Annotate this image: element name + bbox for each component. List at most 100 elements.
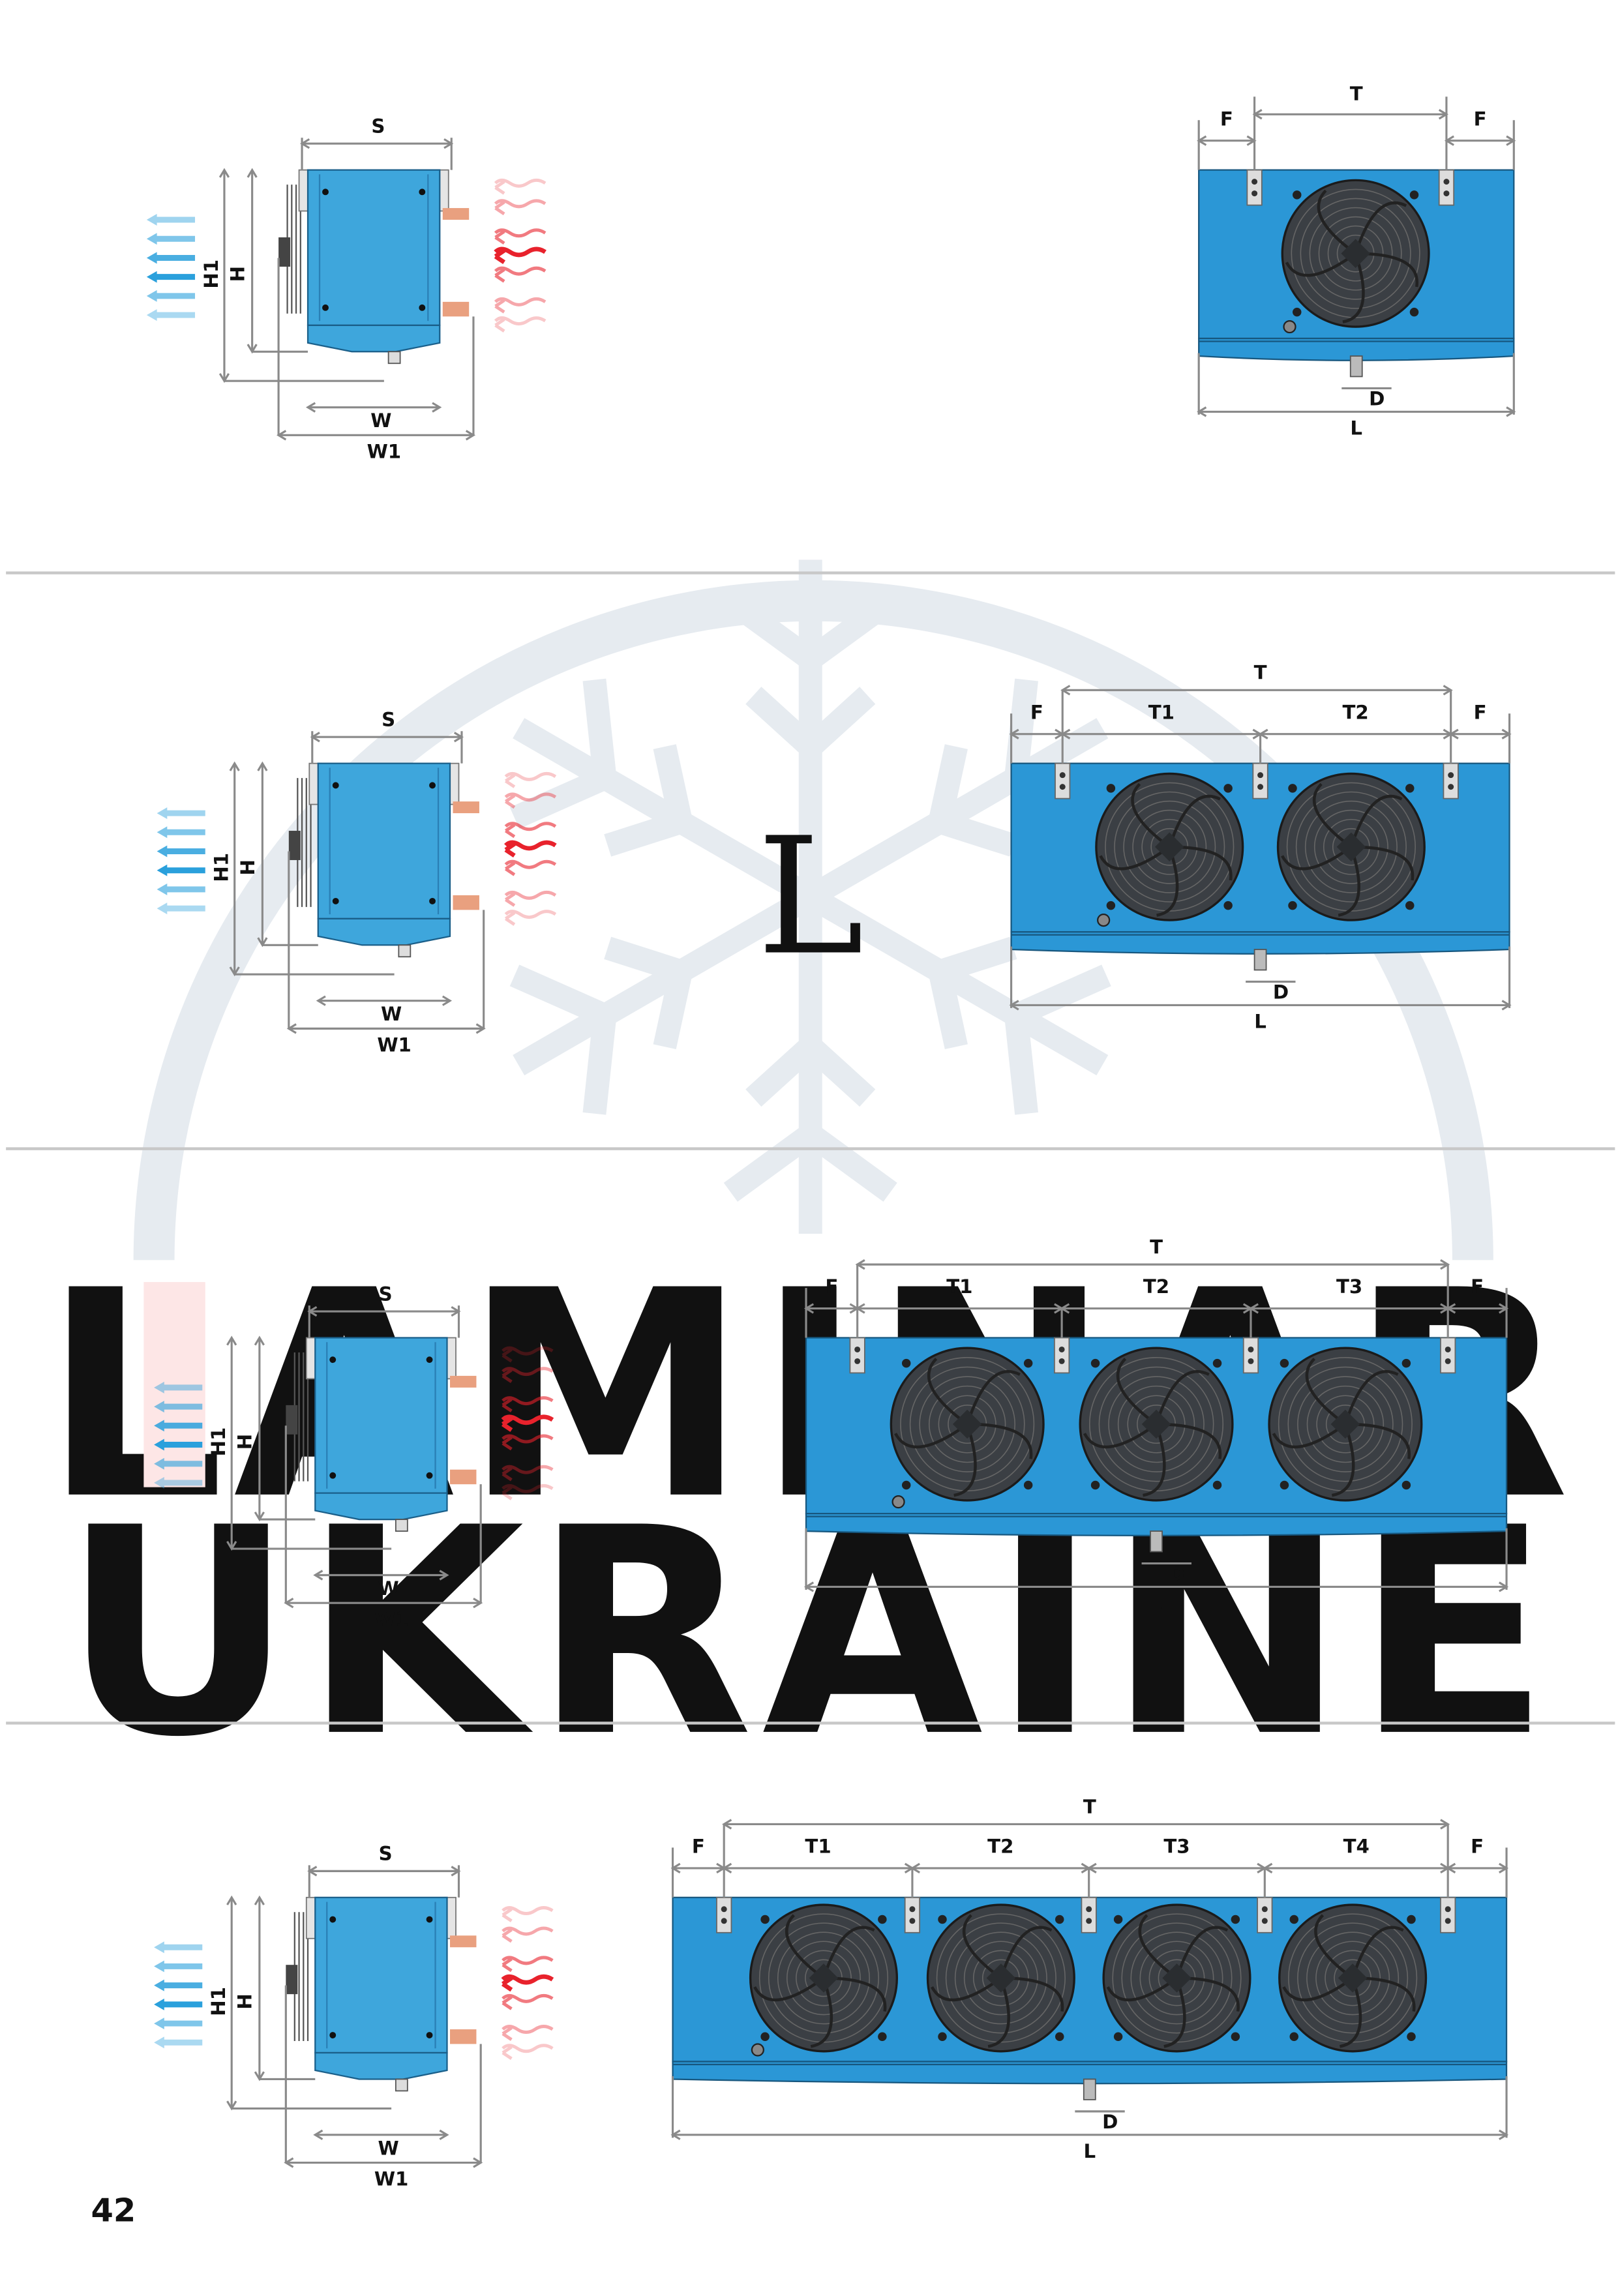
cold-air-arrow-icon	[146, 252, 196, 264]
hanging-bracket	[1443, 762, 1459, 799]
label-w1: W1	[367, 440, 402, 462]
cold-air-arrow-icon	[157, 826, 205, 839]
fan-blade	[1345, 1422, 1411, 1459]
fan-mount-screw	[1401, 1480, 1411, 1490]
fan-guard-ring	[1318, 216, 1393, 291]
cold-air-arrow-icon	[146, 214, 196, 226]
fan-hub	[952, 1409, 982, 1439]
label-w: W	[378, 2137, 399, 2159]
fan-hub	[1341, 239, 1370, 268]
fan-blade	[1305, 1358, 1347, 1425]
fan-guard-ring	[1297, 1922, 1409, 2034]
fan-guard-ring	[1117, 1385, 1195, 1463]
fan-mount-screw	[1409, 307, 1419, 317]
bracket-hole	[1248, 1358, 1254, 1364]
label-h1: H1	[200, 260, 222, 289]
fan-blade	[1285, 252, 1356, 277]
fan-mount-screw	[1055, 1915, 1064, 1924]
label-t1: T1	[946, 1275, 972, 1298]
label-w: W	[378, 1577, 399, 1600]
fan-mount-screw	[1280, 1358, 1289, 1368]
dimension-arrowheads	[313, 2129, 449, 2140]
fan-motor	[286, 1405, 298, 1435]
hanging-bracket	[1246, 169, 1263, 206]
fan-mount-screw	[1292, 307, 1302, 317]
snowflake-twig	[926, 744, 1017, 857]
fan-mount-screw	[1409, 190, 1419, 200]
fan	[890, 1347, 1045, 1502]
warm-air-arrow-icon	[494, 316, 547, 333]
cold-air-arrow-icon	[157, 902, 205, 915]
side-body	[314, 1896, 448, 2054]
inlet-pipe	[442, 208, 470, 220]
dimension-arrowheads	[1263, 1862, 1450, 1873]
fan-mount-screw	[1090, 1480, 1100, 1490]
fan-blade	[894, 1423, 968, 1449]
fan-blade	[1312, 783, 1353, 848]
drain-fitting	[398, 944, 412, 958]
fan	[1095, 772, 1244, 921]
hanging-bracket	[716, 1896, 732, 1933]
bracket-hole	[1445, 1358, 1451, 1364]
fan-guard-ring	[1315, 1941, 1390, 2016]
label-w1: W1	[374, 2168, 409, 2190]
bracket-hole	[1257, 772, 1264, 779]
fan-blade	[1131, 783, 1171, 848]
snowflake-branch	[723, 559, 897, 909]
label-h: H	[237, 859, 259, 875]
fan-guard-ring	[1306, 1385, 1385, 1463]
mounting-hole	[332, 897, 339, 904]
label-s: S	[379, 1283, 393, 1305]
warm-air-arrow-icon	[494, 199, 547, 216]
mounting-hole	[419, 188, 426, 196]
snowflake-branch	[794, 880, 1111, 1115]
drain-tray	[1010, 931, 1510, 955]
dimension-arrowheads	[855, 1259, 1450, 1270]
fan-blade	[1342, 253, 1365, 323]
warm-air-arrow-icon	[504, 910, 557, 926]
hanging-bracket	[1252, 762, 1268, 799]
fan-blade	[1338, 846, 1360, 917]
inlet-pipe	[449, 1375, 477, 1388]
bracket-hole	[1058, 1346, 1065, 1352]
warm-air-arrow-icon	[494, 246, 547, 265]
fan-guard-ring	[1306, 1931, 1400, 2025]
fan-guard-ring	[1139, 1941, 1214, 2016]
section-dividers	[6, 571, 1615, 1725]
fan	[1278, 1903, 1428, 2053]
dimension-arrowheads	[722, 1819, 1450, 1830]
bracket-hole	[1248, 1346, 1254, 1352]
bracket-hole	[1086, 1918, 1092, 1924]
label-h1: H1	[207, 1987, 230, 2016]
label-s: S	[382, 709, 395, 731]
fan-motor	[278, 237, 291, 267]
warm-air-arrows	[494, 178, 547, 333]
inlet-pipe	[453, 801, 479, 814]
bracket-hole	[1445, 1906, 1451, 1913]
warm-air-arrow-icon	[502, 1906, 554, 1922]
fan-mount-screw	[1113, 2032, 1123, 2042]
bracket-hole	[1448, 784, 1454, 790]
hanging-bracket	[1440, 1896, 1456, 1933]
label-f-right: F	[1471, 1275, 1484, 1298]
fan-mount-screw	[1055, 2032, 1064, 2042]
fan-guard-ring	[1323, 818, 1379, 875]
label-h1: H1	[207, 1427, 230, 1457]
hanging-bracket	[849, 1337, 865, 1374]
fan-blade	[987, 1977, 1010, 2048]
label-t: T	[1254, 662, 1267, 684]
bracket-hole	[1261, 1918, 1268, 1924]
dimension-arrowheads	[1060, 685, 1453, 696]
fan-guard-ring	[1098, 1366, 1214, 1482]
fan-blade	[1138, 1914, 1178, 1980]
fan-blade	[810, 1977, 833, 2048]
fan-mount-screw	[938, 2032, 947, 2042]
drain-tray	[307, 324, 441, 353]
fan-mount-screw	[1407, 1915, 1416, 1924]
fan-guard-ring	[1316, 1395, 1375, 1454]
warm-air-arrow-icon	[504, 890, 557, 907]
fan-guard-ring	[1327, 225, 1384, 282]
warm-air-arrow-icon	[502, 1434, 554, 1451]
